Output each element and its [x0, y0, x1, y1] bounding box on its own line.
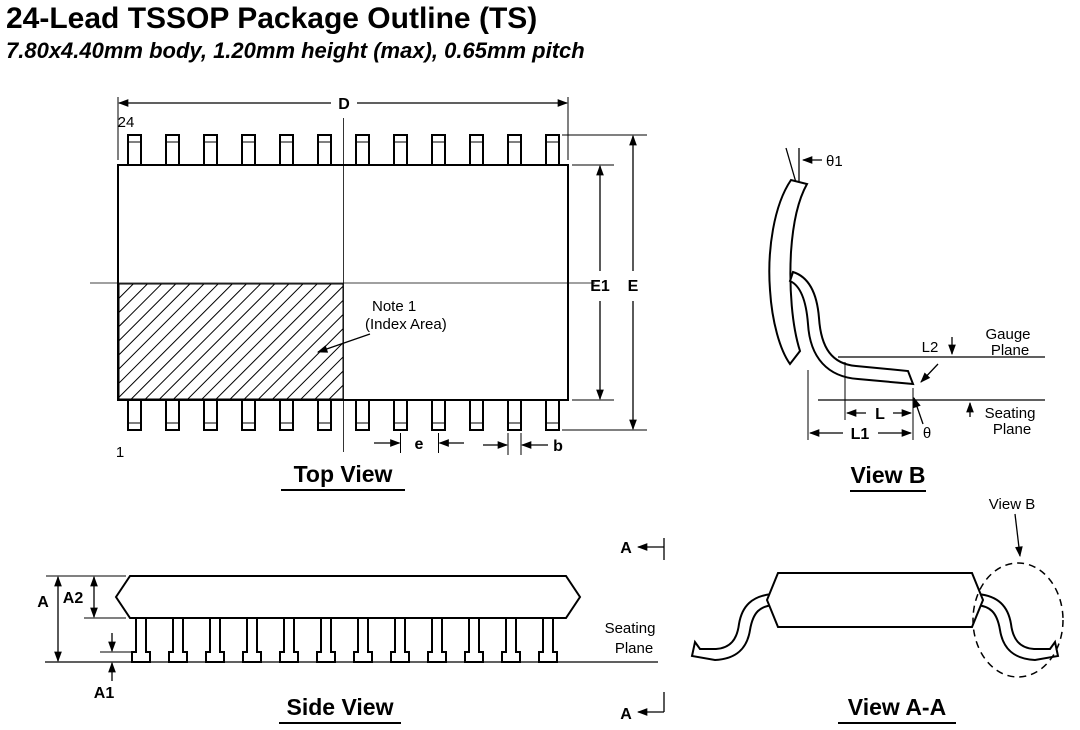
view-b-callout-arrow: [1014, 513, 1023, 558]
dim-label-e: e: [415, 436, 424, 453]
pin: [507, 399, 522, 431]
theta-leader-arrow: [913, 396, 924, 425]
pin: [241, 399, 256, 431]
pin: [464, 617, 484, 663]
pin: [241, 134, 256, 166]
pin: [431, 134, 446, 166]
seating-plane-text: Seating: [605, 620, 656, 637]
top-view-label: Top View: [294, 461, 393, 487]
pin: [355, 134, 370, 166]
section-label-top: A: [620, 540, 632, 557]
note1-text-2: (Index Area): [365, 316, 447, 333]
pin: [127, 134, 142, 166]
theta1-slant-line: [785, 147, 798, 187]
index-area-hatch: [118, 283, 344, 400]
pin: [165, 399, 180, 431]
pin: [165, 134, 180, 166]
view-b: θ1 L2 Gauge Plane Seating Plane θ L L1 V…: [768, 147, 1045, 492]
seating-plane-text: Seating: [985, 405, 1036, 422]
gauge-plane-text: Gauge: [985, 326, 1030, 343]
left-lead: [690, 592, 776, 662]
dim-label-E1: E1: [590, 278, 610, 295]
dim-label-b: b: [553, 438, 563, 455]
pin: [317, 134, 332, 166]
note1-text: Note 1: [372, 298, 416, 315]
note1-leader-arrow: [316, 333, 371, 353]
dim-label-D: D: [338, 96, 350, 113]
foot-tip-arrow: [920, 363, 939, 383]
side-view: A A2 A1 Seating Plane A A Side View: [37, 538, 665, 724]
dim-label-E: E: [628, 278, 639, 295]
dim-label-A: A: [37, 594, 49, 611]
pin: [427, 617, 447, 663]
dim-label-theta: θ: [923, 425, 931, 442]
pin: [431, 399, 446, 431]
pin: [353, 617, 373, 663]
pin: [205, 617, 225, 663]
lead-upper-profile: [768, 178, 809, 366]
pin: [203, 399, 218, 431]
pin: [393, 399, 408, 431]
view-a-a: View B View A-A: [690, 496, 1064, 724]
pin: [279, 617, 299, 663]
lead-foot-profile: [788, 270, 915, 386]
side-view-pins: [131, 617, 558, 663]
pin: [393, 134, 408, 166]
side-view-label: Side View: [287, 694, 394, 720]
right-lead: [974, 592, 1060, 662]
pin: [131, 617, 151, 663]
package-body-side-view: [114, 575, 582, 619]
package-body-end-view: [765, 572, 985, 628]
pin: [355, 399, 370, 431]
section-label-bottom: A: [620, 706, 632, 723]
pin-24-label: 24: [118, 114, 135, 131]
dim-label-L2: L2: [922, 339, 939, 356]
pin: [279, 399, 294, 431]
pin: [469, 134, 484, 166]
pin: [242, 617, 262, 663]
pin: [501, 617, 521, 663]
pin: [545, 399, 560, 431]
page-subtitle: 7.80x4.40mm body, 1.20mm height (max), 0…: [6, 38, 585, 63]
view-a-a-label: View A-A: [848, 694, 946, 720]
pin: [390, 617, 410, 663]
top-view-pins: [127, 134, 560, 431]
dim-label-L: L: [875, 406, 885, 423]
dim-label-A2: A2: [63, 590, 84, 607]
page-title: 24-Lead TSSOP Package Outline (TS): [6, 2, 538, 35]
pin: [317, 399, 332, 431]
pin: [203, 134, 218, 166]
view-b-callout: View B: [989, 496, 1035, 513]
pin: [279, 134, 294, 166]
pin: [316, 617, 336, 663]
pin-1-label: 1: [116, 444, 124, 461]
dim-label-theta1: θ1: [826, 153, 843, 170]
dim-label-A1: A1: [94, 685, 115, 702]
view-b-label: View B: [851, 462, 926, 488]
pin: [545, 134, 560, 166]
seating-plane-text-2: Plane: [993, 421, 1031, 438]
pin: [507, 134, 522, 166]
pin: [168, 617, 188, 663]
pin: [469, 399, 484, 431]
gauge-plane-text-2: Plane: [991, 342, 1029, 359]
top-view: D E1 E 24 1 e b Note 1 (Index Area) Top …: [90, 96, 647, 491]
dim-label-L1: L1: [851, 426, 870, 443]
view-b-detail-ellipse: [972, 562, 1064, 678]
seating-plane-text-2: Plane: [615, 640, 653, 657]
pin: [127, 399, 142, 431]
pin: [538, 617, 558, 663]
